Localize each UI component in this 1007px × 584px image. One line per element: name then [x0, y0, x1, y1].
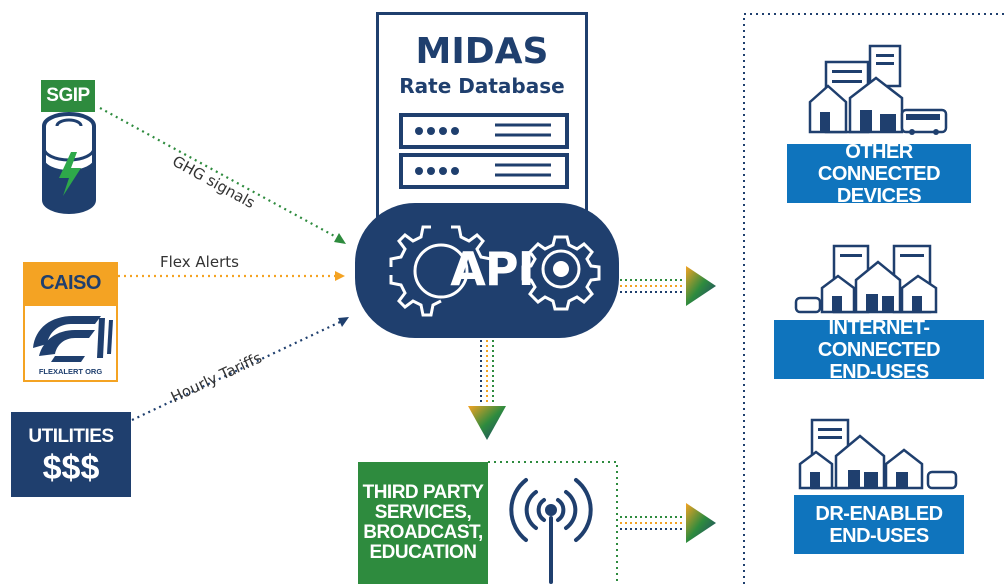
flex-alerts-label: Flex Alerts: [160, 253, 239, 271]
sgip-connector: [99, 107, 339, 239]
database-subtitle: Rate Database: [399, 74, 565, 98]
utilities-label: UTILITIES: [28, 426, 114, 447]
houses-car-icon: [798, 418, 958, 490]
database-title: MIDAS: [415, 31, 549, 72]
endpoint-2-line-2: END-USES: [829, 360, 929, 383]
endpoint-1-line-2: DEVICES: [836, 184, 922, 207]
flexalert-logo: FLEXALERT ORG: [23, 304, 118, 382]
endpoint-dr-enabled: DR-ENABLED END-USES: [794, 495, 964, 554]
flexalert-logo-text: FLEXALERT ORG: [38, 367, 103, 376]
server-rack-icon: [399, 113, 569, 189]
city-bus-icon: [808, 44, 948, 135]
utilities-connector: [131, 321, 341, 421]
utilities-box: UTILITIES $$$: [11, 412, 131, 497]
third-party-to-endpoints-arrowhead: [686, 503, 716, 543]
endpoint-1-line-1: OTHER CONNECTED: [817, 140, 941, 185]
endpoint-internet-connected: INTERNET-CONNECTED END-USES: [774, 316, 984, 383]
sgip-arrowhead: [334, 233, 346, 244]
api-block: API: [355, 203, 619, 338]
third-party-label: THIRD PARTY SERVICES, BROADCAST, EDUCATI…: [358, 462, 488, 584]
third-party-line-3: BROADCAST,: [363, 522, 483, 543]
endpoint-other-connected-devices: OTHER CONNECTED DEVICES: [787, 140, 971, 207]
endpoints-frame: [743, 13, 1007, 584]
third-party-line-2: SERVICES,: [374, 502, 472, 523]
battery-icon: [42, 112, 96, 214]
caiso-arrowhead: [335, 271, 345, 281]
neighborhood-car-icon: [794, 244, 938, 314]
endpoint-3-line-2: END-USES: [829, 524, 929, 547]
third-party-line-4: EDUCATION: [369, 542, 477, 563]
third-party-line-1: THIRD PARTY: [362, 482, 484, 503]
gears-icon: [389, 225, 601, 317]
api-to-endpoints-arrowhead: [686, 266, 716, 306]
endpoint-3-line-1: DR-ENABLED: [815, 502, 943, 525]
flexalert-emblem-icon: [33, 316, 113, 362]
dollar-symbols: $$$: [42, 449, 100, 487]
caiso-label: CAISO: [23, 262, 118, 304]
broadcast-antenna-icon: [509, 478, 593, 584]
utilities-arrowhead: [338, 317, 349, 327]
api-label: API: [450, 242, 534, 296]
api-to-third-party-arrowhead: [468, 406, 506, 440]
endpoint-2-line-1: INTERNET-CONNECTED: [817, 316, 941, 361]
sgip-label: SGIP: [41, 80, 95, 112]
